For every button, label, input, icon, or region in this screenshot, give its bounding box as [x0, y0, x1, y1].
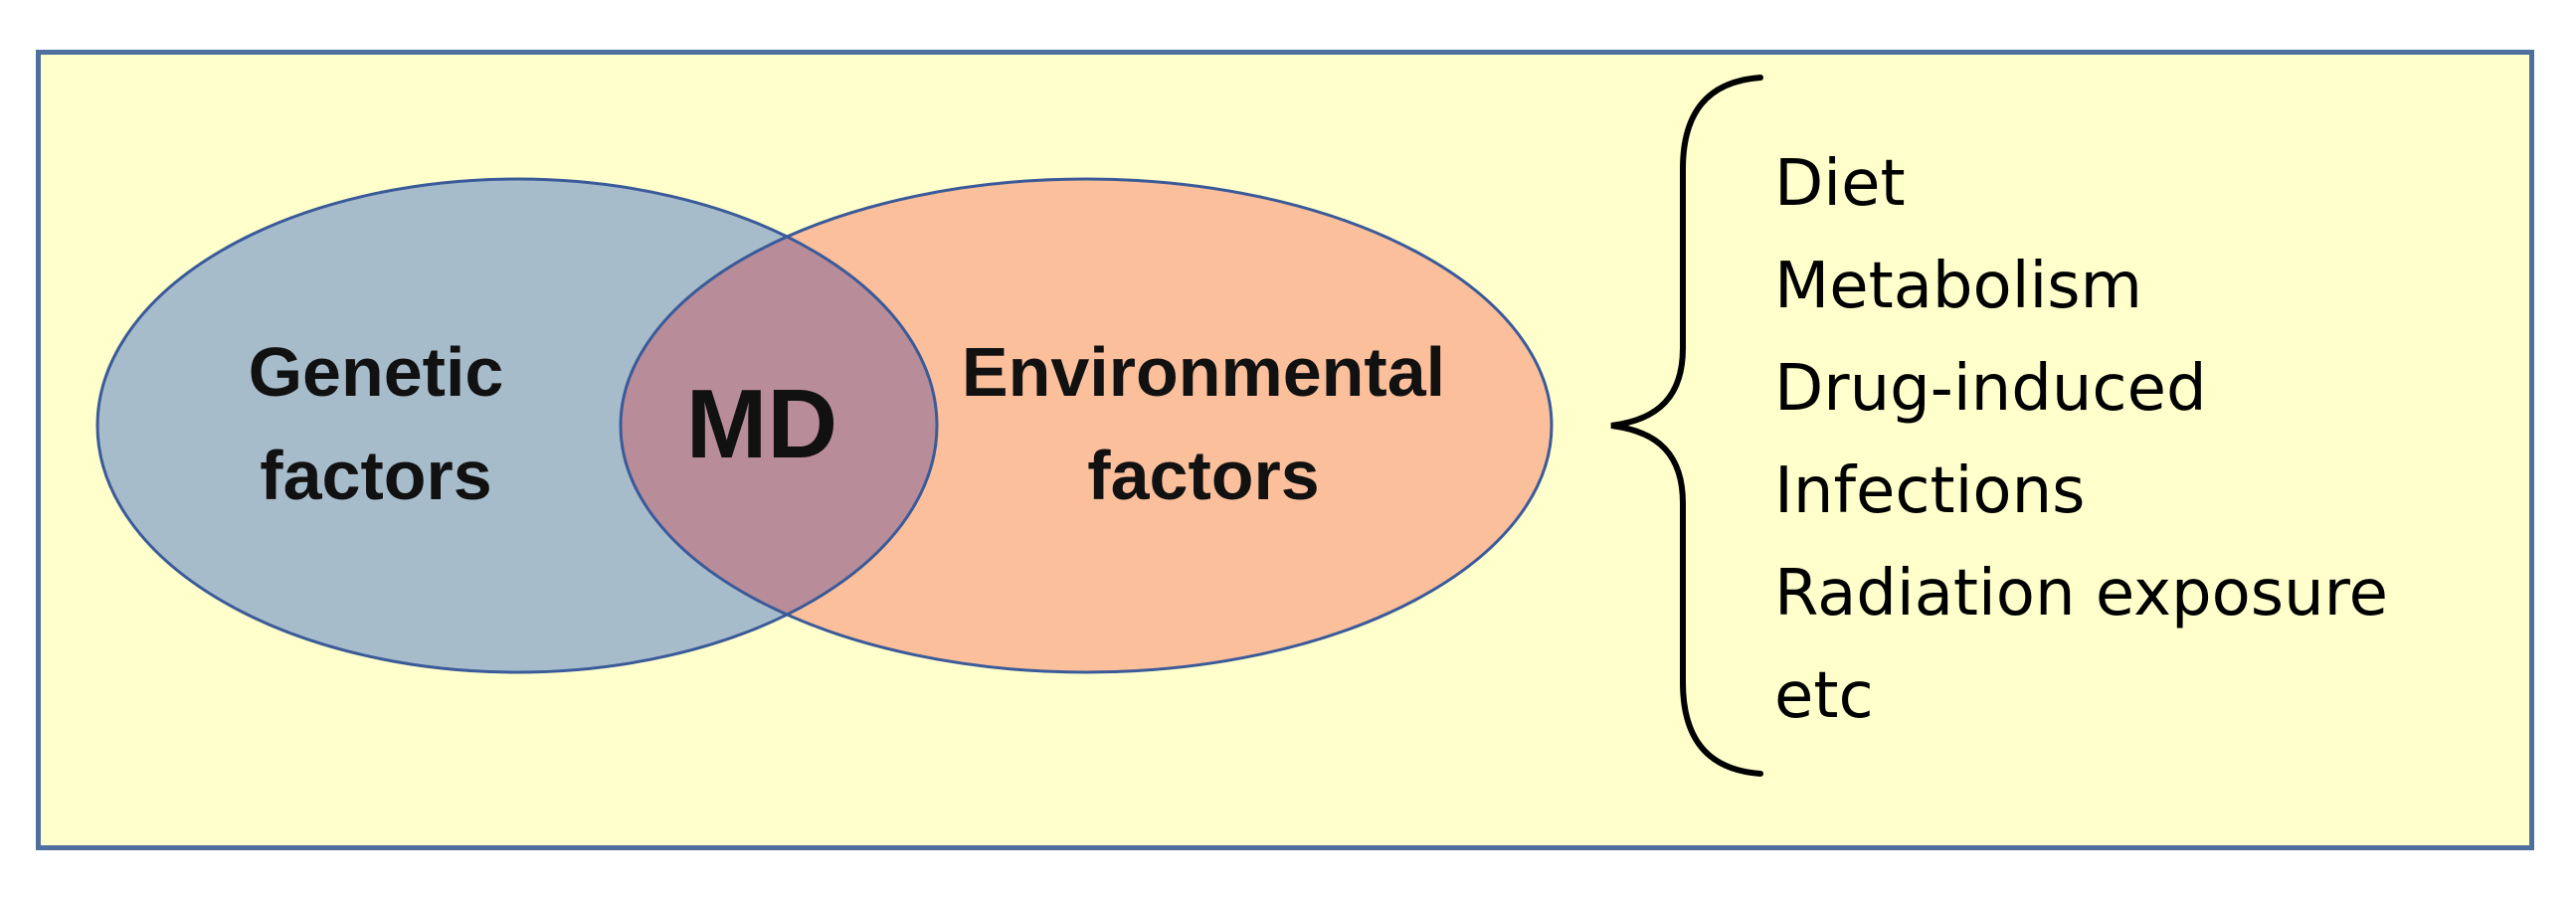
genetic-label-line1: Genetic [249, 333, 504, 411]
example-item: Radiation exposure [1774, 557, 2388, 630]
example-item: Drug-induced [1774, 352, 2207, 426]
genetic-label-line2: factors [260, 437, 491, 514]
environmental-factors-outline [619, 177, 1554, 674]
example-item: Infections [1774, 454, 2085, 528]
example-item: Diet [1774, 147, 1906, 221]
environmental-examples-list: Diet Metabolism Drug-induced Infections … [1774, 147, 2388, 733]
overlap-region [621, 179, 937, 672]
curly-brace [1610, 75, 1763, 777]
environmental-label-line1: Environmental [962, 333, 1445, 411]
example-item: Metabolism [1774, 250, 2142, 323]
environmental-label-line2: factors [1087, 437, 1319, 514]
genetic-factors-outline [95, 177, 939, 674]
example-item: etc [1774, 659, 1874, 733]
md-label: MD [686, 369, 837, 478]
